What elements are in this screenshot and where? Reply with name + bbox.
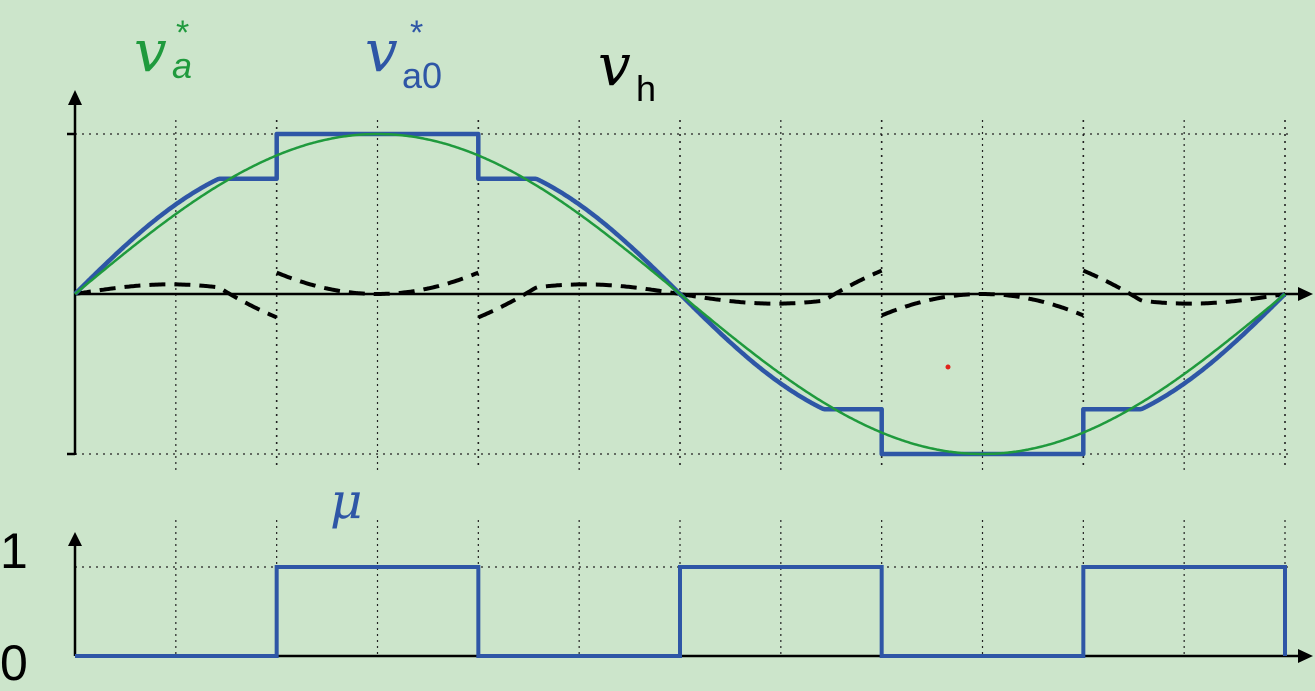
mu-tick-0: 0 [0, 635, 28, 691]
bottom-x-axis-arrow [1298, 649, 1313, 663]
label-va-star-sup: * [176, 14, 189, 52]
label-mu: μ [330, 472, 363, 530]
bottom-grid [75, 520, 1290, 656]
top-axes [68, 90, 1313, 455]
label-va0-star-sup: * [410, 14, 423, 52]
bottom-y-axis-arrow [68, 532, 82, 546]
bottom-axes [68, 532, 1313, 663]
label-va-star: v a * [134, 14, 192, 86]
red-dot-marker [945, 364, 951, 370]
label-vh-sub: h [636, 68, 656, 109]
label-va-star-base: v [134, 17, 167, 85]
series-va-star-line [74, 132, 1286, 456]
mu-tick-1: 1 [0, 523, 28, 579]
label-va0-star: v a0 * [365, 14, 442, 96]
label-va-star-sub: a [172, 45, 192, 86]
series-vh-line [74, 268, 1286, 320]
top-x-axis-arrow [1298, 287, 1313, 301]
label-va0-star-base: v [365, 17, 398, 85]
label-va0-star-sub: a0 [402, 55, 442, 96]
label-vh: v h [598, 31, 656, 109]
top-y-axis-arrow [68, 90, 82, 105]
label-vh-base: v [598, 31, 631, 99]
series-mu-line [75, 565, 1287, 658]
